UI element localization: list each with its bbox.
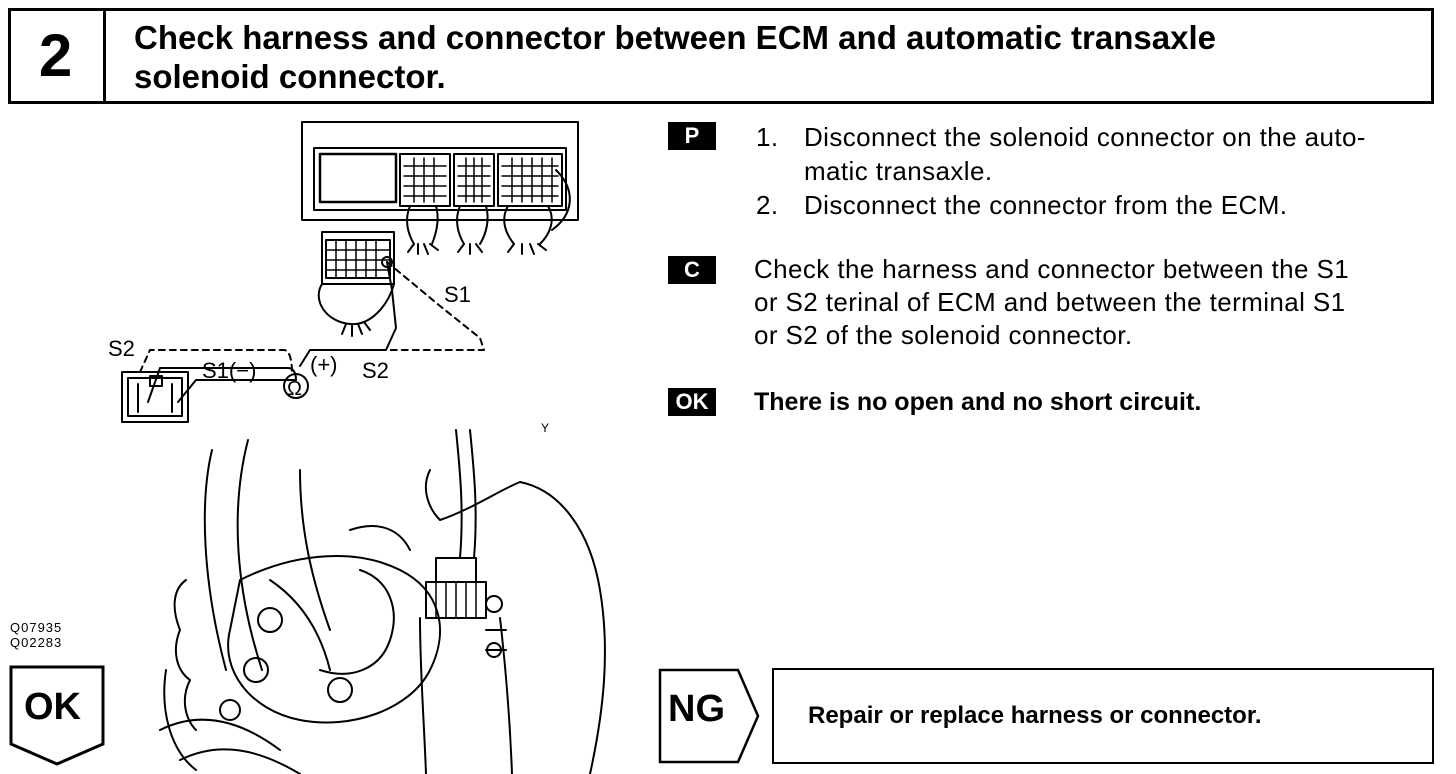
figure-codes: Q07935 Q02283 (10, 620, 62, 650)
transaxle-illustration (159, 429, 606, 774)
list-item: 1. Disconnect the solenoid connector on … (756, 120, 1446, 154)
solenoid-connector (121, 371, 189, 423)
item-number: 2. (756, 190, 779, 220)
check-line: Check the harness and connector between … (754, 254, 1350, 284)
label-s1-ecm: S1 (444, 282, 471, 307)
check-line: or S2 of the solenoid connector. (754, 320, 1133, 350)
ecm-unit (301, 121, 579, 255)
tag-p: P (668, 122, 716, 150)
title-line-2: solenoid connector. (134, 58, 446, 95)
ng-outcome-label: NG (668, 688, 725, 730)
label-s2-right: S2 (362, 358, 389, 383)
step-title: Check harness and connector between ECM … (134, 18, 1414, 96)
check-line: or S2 terinal of ECM and between the ter… (754, 287, 1346, 317)
prepare-steps: 1. Disconnect the solenoid connector on … (756, 120, 1446, 222)
ng-outcome-arrow (658, 668, 760, 764)
item-text: Disconnect the connector from the ECM. (804, 190, 1288, 220)
item-text: Disconnect the solenoid connector on the… (804, 122, 1366, 152)
tag-ok: OK (668, 388, 716, 416)
step-number: 2 (38, 22, 73, 89)
label-y: Y (541, 421, 549, 435)
ecm-connector (317, 231, 395, 337)
list-item-continued: matic transaxle. (756, 154, 1446, 188)
figure-code: Q02283 (10, 635, 63, 650)
ok-outcome-label: OK (24, 686, 81, 728)
label-s1-minus: S1(−) (202, 358, 256, 383)
check-instructions: Check the harness and connector between … (754, 253, 1444, 352)
list-item: 2. Disconnect the connector from the ECM… (756, 188, 1446, 222)
ng-action-text: Repair or replace harness or connector. (808, 702, 1262, 729)
label-plus: (+) (310, 352, 338, 377)
title-line-1: Check harness and connector between ECM … (134, 19, 1216, 56)
ng-action-box: Repair or replace harness or connector. (772, 668, 1434, 764)
tag-c: C (668, 256, 716, 284)
ok-outcome-arrow (9, 665, 105, 766)
figure-code: Q07935 (10, 620, 63, 635)
ecm-solenoid-diagram: S1 S2 S1(−) (+) S2 Ω Y (108, 121, 606, 774)
step-header (8, 8, 1434, 104)
item-number: 1. (756, 122, 779, 152)
test-wiring (139, 261, 485, 403)
ok-criterion: There is no open and no short circuit. (754, 388, 1202, 416)
label-s2-left: S2 (108, 336, 135, 361)
step-number-box: 2 (8, 8, 106, 104)
ohm-symbol: Ω (287, 378, 302, 400)
item-text: matic transaxle. (804, 156, 993, 186)
